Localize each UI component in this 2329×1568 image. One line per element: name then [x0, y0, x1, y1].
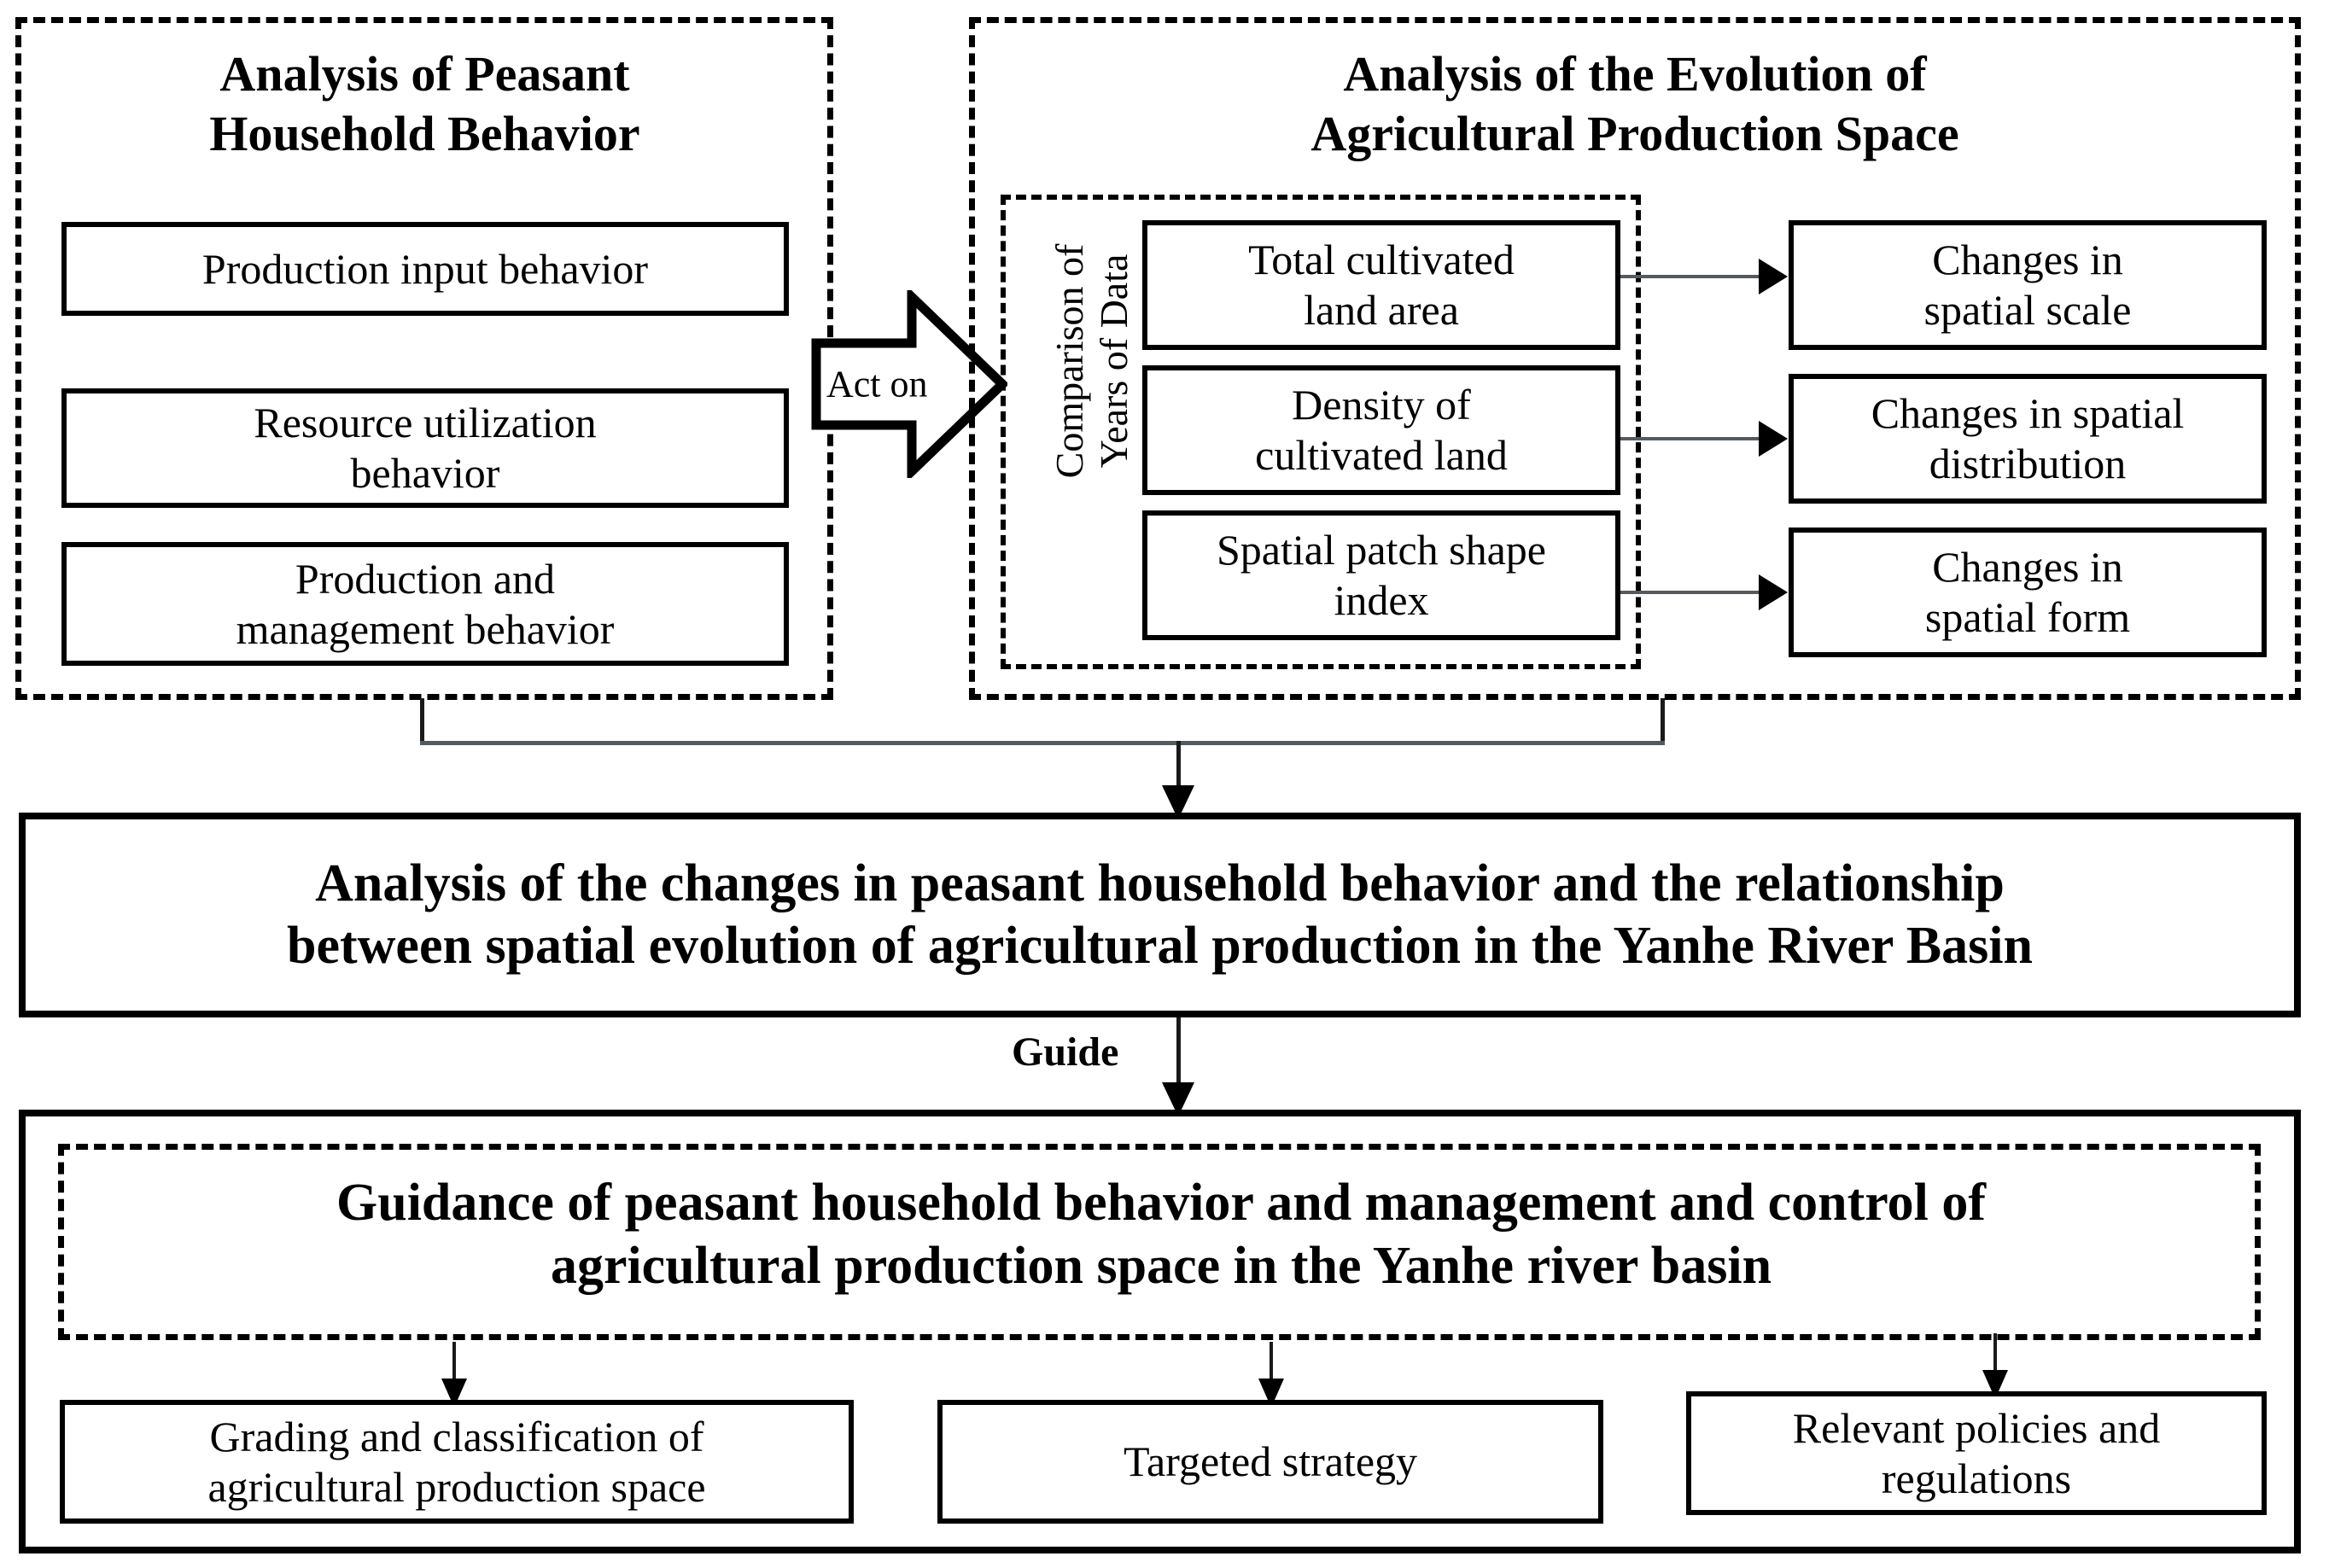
node-resource-utilization-behavior[interactable]: Resource utilization behavior: [61, 388, 789, 508]
node-spatial-patch-shape-index-line-2: index: [1334, 576, 1429, 624]
box-guidance-headline-text: Guidance of peasant household behavior a…: [77, 1171, 2245, 1298]
node-changes-in-spatial-form[interactable]: Changes in spatial form: [1789, 528, 2267, 657]
node-relevant-policies-line-2: regulations: [1881, 1454, 2072, 1502]
panel-title-line-1: Analysis of Peasant: [219, 46, 630, 102]
act-on-arrow-shape: [811, 290, 1007, 478]
node-density-of-cultivated-land[interactable]: Density of cultivated land: [1142, 365, 1620, 495]
panel-evolution-title-line-2: Agricultural Production Space: [1310, 105, 1959, 161]
node-production-management-behavior-line-2: management behavior: [236, 604, 615, 653]
node-changes-in-spatial-form-line-2: spatial form: [1924, 593, 2131, 641]
node-total-cultivated-land-area-line-1: Total cultivated: [1248, 236, 1515, 283]
node-spatial-patch-shape-index-line-1: Spatial patch shape: [1217, 526, 1546, 574]
node-changes-in-spatial-scale-line-1: Changes in: [1932, 236, 2123, 283]
node-targeted-strategy-label: Targeted strategy: [1123, 1437, 1418, 1485]
box-analysis-of-changes[interactable]: Analysis of the changes in peasant house…: [19, 813, 2301, 1017]
node-grading-and-classification-line-1: Grading and classification of: [209, 1412, 704, 1460]
node-spatial-patch-shape-index[interactable]: Spatial patch shape index: [1142, 510, 1620, 640]
connector-form-line: [1620, 591, 1760, 594]
node-production-input-behavior[interactable]: Production input behavior: [61, 222, 789, 316]
guide-edge-line: [1176, 1017, 1181, 1111]
box-guidance-headline[interactable]: [58, 1144, 2261, 1340]
node-changes-in-spatial-scale-line-2: spatial scale: [1923, 286, 2132, 334]
node-changes-in-spatial-scale[interactable]: Changes in spatial scale: [1789, 220, 2267, 350]
guidance-branch-middle-line: [1270, 1342, 1273, 1400]
box-guidance-headline-line-1: Guidance of peasant household behavior a…: [336, 1174, 1987, 1232]
bracket-right-vertical: [1661, 698, 1665, 745]
node-changes-in-spatial-distribution-line-2: distribution: [1929, 440, 2127, 487]
act-on-arrow-label: Act on: [826, 363, 928, 405]
node-relevant-policies-line-1: Relevant policies and: [1792, 1403, 2161, 1452]
comparison-label-line-2: Years of Data: [1091, 254, 1135, 469]
node-resource-utilization-behavior-line-1: Resource utilization: [254, 399, 597, 446]
connector-scale-line: [1620, 275, 1760, 278]
node-targeted-strategy[interactable]: Targeted strategy: [937, 1400, 1603, 1524]
node-total-cultivated-land-area-line-2: land area: [1304, 286, 1459, 334]
connector-distribution-line: [1620, 437, 1760, 440]
guidance-branch-right-line: [1993, 1333, 1997, 1391]
guidance-branch-left-line: [452, 1342, 456, 1400]
panel-evolution-title: Analysis of the Evolution of Agricultura…: [986, 44, 2284, 163]
node-grading-and-classification-line-2: agricultural production space: [207, 1462, 706, 1511]
box-analysis-of-changes-line-2: between spatial evolution of agricultura…: [287, 917, 2033, 975]
bracket-stem: [1176, 741, 1181, 797]
node-density-of-cultivated-land-line-2: cultivated land: [1255, 431, 1508, 479]
node-changes-in-spatial-distribution[interactable]: Changes in spatial distribution: [1789, 374, 2267, 504]
guide-edge-label: Guide: [1012, 1029, 1119, 1075]
box-analysis-of-changes-line-1: Analysis of the changes in peasant house…: [315, 854, 2005, 912]
bracket-horizontal: [420, 741, 1665, 745]
node-changes-in-spatial-distribution-line-1: Changes in spatial: [1871, 389, 2185, 437]
panel-evolution-agricultural-production-space: [969, 17, 2301, 700]
group-comparison-years-of-data: [1001, 195, 1641, 669]
node-production-management-behavior-line-1: Production and: [295, 554, 556, 603]
comparison-years-of-data-label: Comparison of Years of Data: [1048, 182, 1141, 540]
connector-form-arrowhead: [1759, 574, 1788, 610]
node-grading-and-classification[interactable]: Grading and classification of agricultur…: [60, 1400, 854, 1524]
node-total-cultivated-land-area[interactable]: Total cultivated land area: [1142, 220, 1620, 350]
node-production-management-behavior[interactable]: Production and management behavior: [61, 542, 789, 666]
connector-distribution-arrowhead: [1759, 421, 1788, 457]
node-resource-utilization-behavior-line-2: behavior: [350, 449, 500, 497]
node-changes-in-spatial-form-line-1: Changes in: [1932, 543, 2123, 591]
connector-scale-arrowhead: [1759, 259, 1788, 294]
comparison-label-line-1: Comparison of: [1048, 243, 1091, 479]
node-production-input-behavior-label: Production input behavior: [201, 244, 649, 293]
panel-guidance-section: [19, 1110, 2301, 1553]
panel-evolution-title-line-1: Analysis of the Evolution of: [1343, 46, 1927, 102]
bracket-left-vertical: [420, 698, 424, 745]
panel-peasant-household-behavior-title: Analysis of Peasant Household Behavior: [34, 44, 815, 163]
node-relevant-policies-and-regulations[interactable]: Relevant policies and regulations: [1686, 1391, 2267, 1515]
act-on-block-arrow: Act on: [811, 290, 1007, 478]
panel-title-line-2: Household Behavior: [209, 105, 640, 161]
box-guidance-headline-line-2: agricultural production space in the Yan…: [550, 1237, 1772, 1296]
node-density-of-cultivated-land-line-1: Density of: [1292, 381, 1471, 428]
